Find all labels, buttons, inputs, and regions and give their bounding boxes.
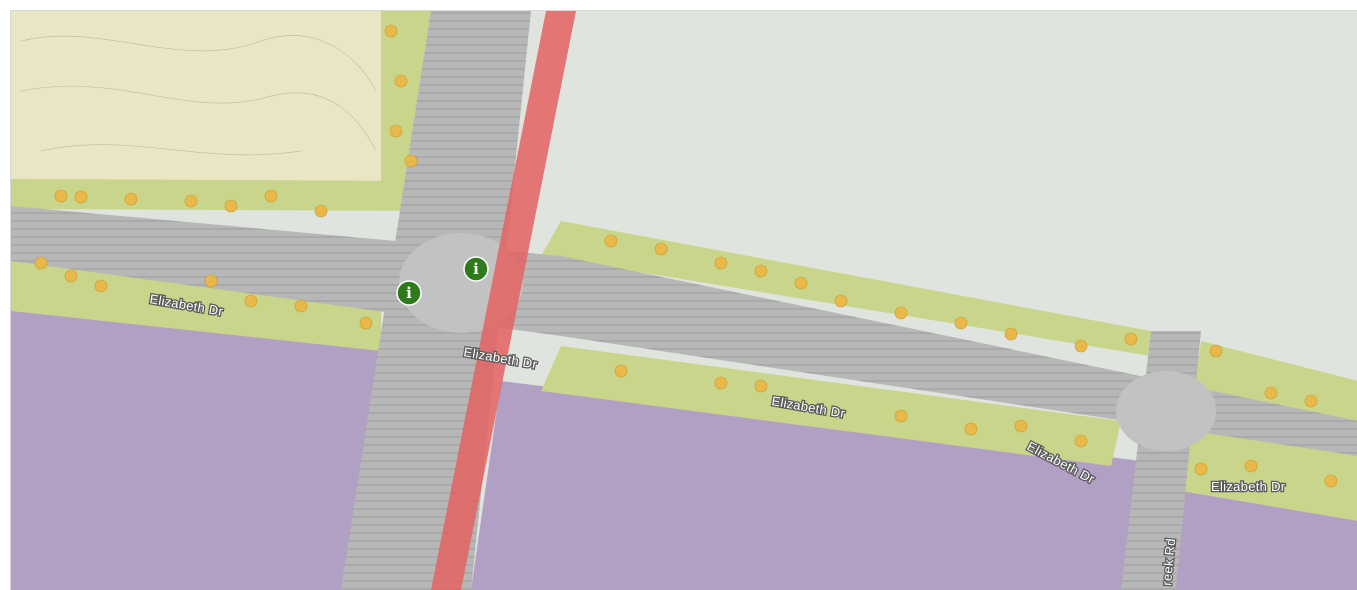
map-view[interactable]: i i Elizabeth Dr Elizabeth Dr Elizabeth … [10,10,1357,590]
info-marker-1[interactable]: i [396,280,422,306]
info-icon [396,280,422,306]
rail-corridor [431,11,576,590]
verge-north-west [11,179,431,211]
parkland-area [11,11,381,181]
elizabeth-dr-road[interactable] [11,206,1357,456]
road-label-elizabeth-dr: Elizabeth Dr [1211,479,1286,494]
info-marker-2[interactable]: i [463,256,489,282]
info-icon [463,256,489,282]
verge-south-central [541,346,1121,466]
verge-north-east [541,221,1151,356]
residential-area-west [11,301,381,590]
contour-lines [20,35,377,156]
tree-clusters [34,24,1338,488]
residential-area-central [471,381,1141,590]
info-glyph: i [473,260,479,278]
intersection-east [1116,371,1216,451]
info-glyph: i [406,284,412,302]
road-label-creek-rd: reek Rd [1159,538,1178,587]
